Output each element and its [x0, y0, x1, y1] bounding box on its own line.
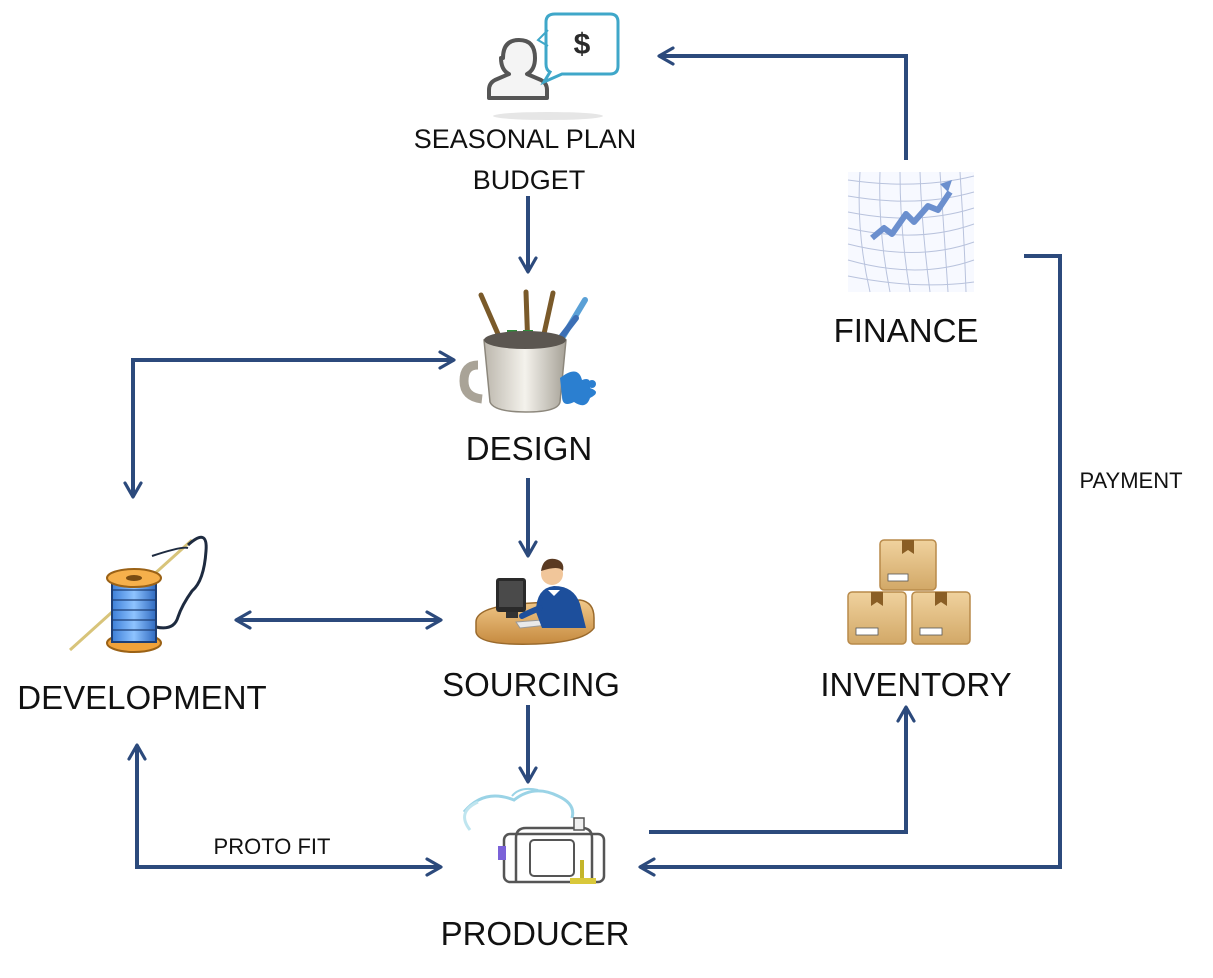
sewing-machine-icon — [462, 787, 606, 884]
payment-label: PAYMENT — [1079, 468, 1182, 493]
edge-finance-to-producer — [638, 254, 1062, 877]
seasonal-plan-label: SEASONAL PLAN — [414, 124, 637, 154]
budget-person-dollar-icon: $ — [487, 12, 620, 120]
proto-fit-label: PROTO FIT — [214, 834, 331, 859]
thread-spool-needle-icon — [68, 535, 208, 653]
stacked-boxes-icon — [847, 539, 971, 645]
node-labels: SEASONAL PLAN BUDGET DESIGN DEVELOPMENT … — [17, 124, 1182, 952]
edge-finance-to-seasonal — [657, 46, 908, 160]
edges — [123, 46, 1062, 877]
rising-chart-grid-icon — [847, 171, 975, 293]
paint-brushes-mug-icon — [459, 289, 596, 413]
svg-text:$: $ — [574, 28, 591, 61]
producer-label: PRODUCER — [441, 915, 630, 952]
design-label: DESIGN — [466, 430, 593, 467]
person-at-computer-desk-icon — [475, 558, 595, 645]
finance-label: FINANCE — [834, 312, 979, 349]
edge-producer-to-inventory — [649, 705, 916, 834]
budget-label: BUDGET — [473, 165, 586, 195]
sourcing-label: SOURCING — [442, 666, 620, 703]
development-label: DEVELOPMENT — [17, 679, 266, 716]
edge-development-design — [123, 350, 456, 499]
edge-development-producer — [127, 743, 443, 877]
inventory-label: INVENTORY — [820, 666, 1011, 703]
